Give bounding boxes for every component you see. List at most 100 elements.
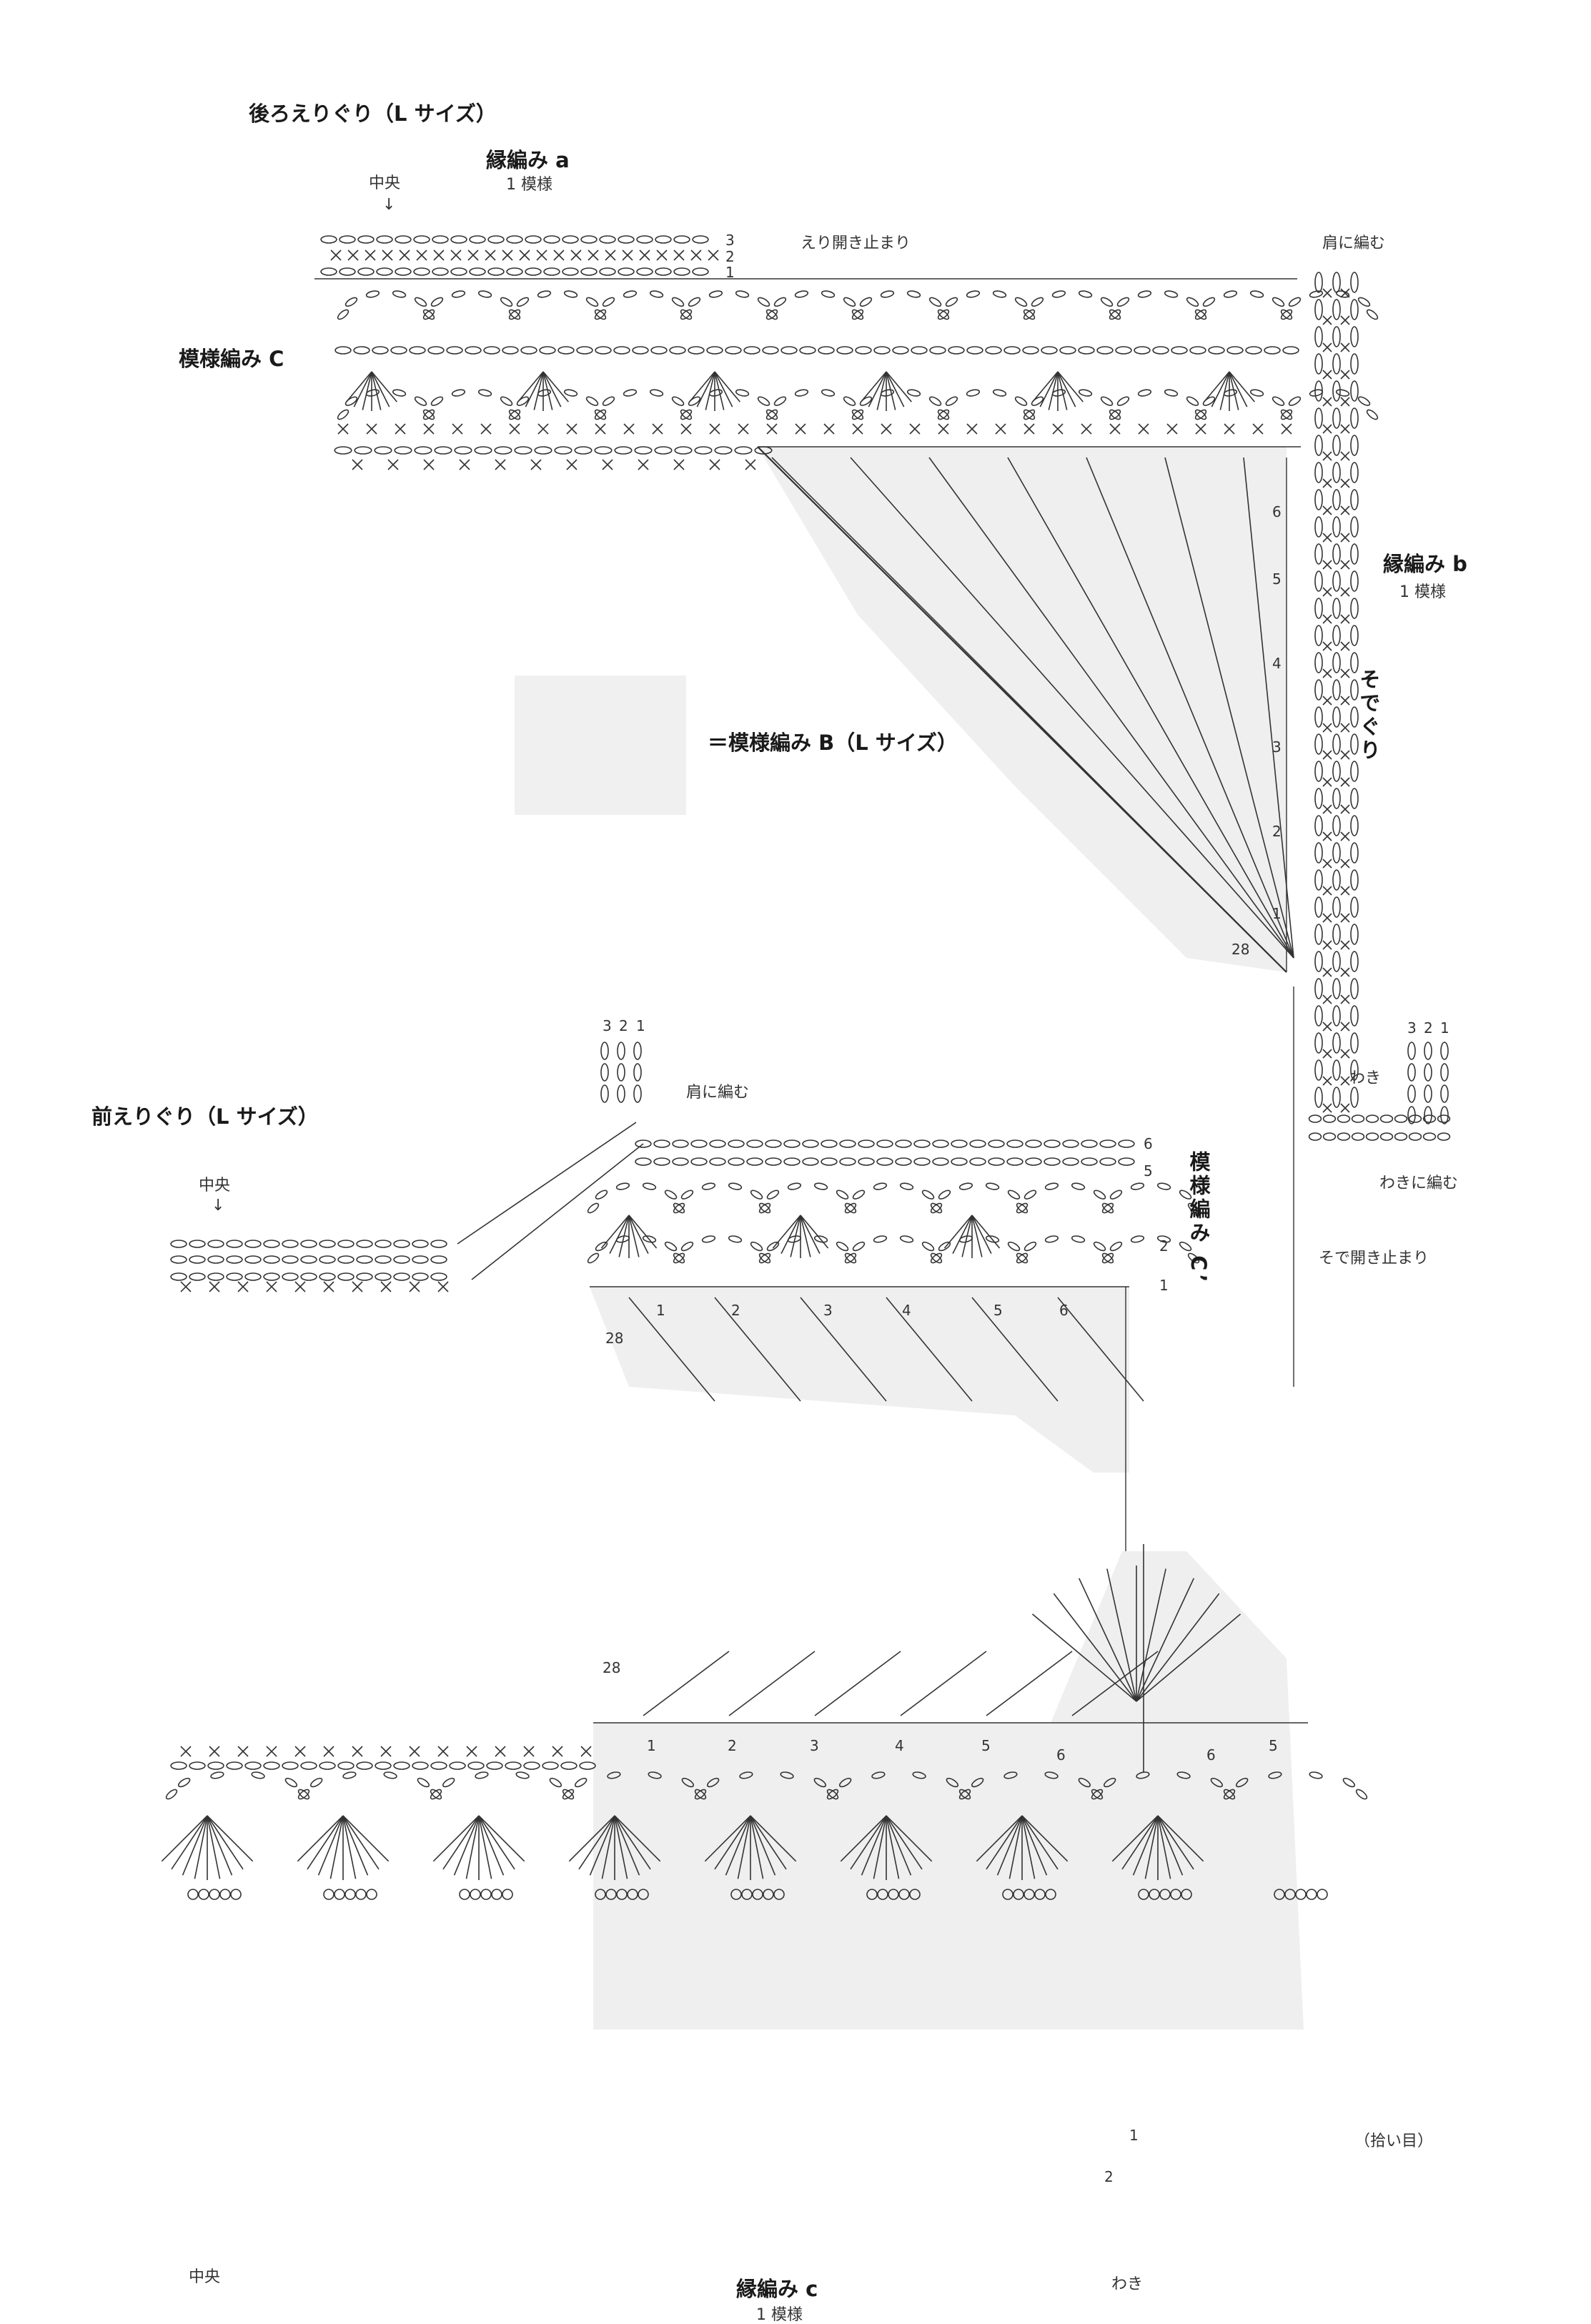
chain-stitch	[1407, 1084, 1416, 1103]
chain-stitch	[653, 1139, 670, 1148]
single-crochet	[1340, 315, 1350, 325]
chain-stitch	[1437, 1132, 1451, 1141]
chain-stitch	[500, 297, 513, 307]
front-neck-title: 前えりぐり（L サイズ）	[91, 1104, 319, 1129]
single-crochet	[366, 423, 377, 435]
front-col-1: 1	[636, 1017, 645, 1034]
chain-stitch	[1314, 1032, 1323, 1054]
neck-edge-line	[757, 446, 1287, 973]
chain-stitch	[392, 389, 407, 397]
picot-stitch	[1002, 1889, 1013, 1900]
chain-stitch	[300, 1761, 317, 1770]
chain-stitch	[607, 1771, 621, 1779]
chain-stitch	[613, 346, 630, 355]
double-crochet-stitch	[207, 1815, 254, 1862]
single-crochet	[1340, 804, 1350, 814]
chain-stitch	[1314, 652, 1323, 673]
single-crochet	[580, 1746, 592, 1757]
chain-stitch	[1136, 1771, 1150, 1779]
chain-stitch	[650, 346, 668, 355]
chain-stitch	[1314, 815, 1323, 836]
chain-stitch	[765, 309, 778, 320]
single-crochet	[347, 249, 359, 261]
chain-stitch	[642, 1235, 657, 1243]
chain-stitch	[1407, 1063, 1416, 1082]
single-crochet	[337, 423, 349, 435]
chain-stitch	[1044, 1139, 1061, 1148]
chain-stitch	[339, 235, 356, 244]
single-crochet	[180, 1281, 192, 1292]
chain-stitch	[969, 1139, 986, 1148]
chain-stitch	[1407, 1042, 1416, 1060]
double-crochet-stitch	[542, 371, 562, 407]
chain-stitch	[165, 1789, 178, 1800]
chain-stitch	[320, 235, 337, 244]
chain-stitch	[844, 1252, 857, 1264]
chain-stitch	[1314, 272, 1323, 293]
chain-stitch	[951, 1139, 968, 1148]
chain-stitch	[988, 1139, 1005, 1148]
double-crochet-stitch	[1078, 1578, 1137, 1702]
opening-stop-label: えり開き止まり	[801, 234, 911, 252]
chain-stitch	[1109, 309, 1121, 320]
chain-stitch	[758, 1202, 771, 1214]
chain-stitch	[844, 1202, 857, 1214]
picot-stitch	[1149, 1889, 1160, 1900]
single-crochet	[450, 249, 462, 261]
chain-stitch	[1350, 407, 1359, 429]
chain-stitch	[1093, 1190, 1106, 1200]
hem-num-3: 3	[810, 1737, 819, 1754]
single-crochet	[1322, 1103, 1332, 1113]
chain-stitch	[1350, 570, 1359, 592]
hem-row-2: 2	[1104, 2168, 1114, 2185]
single-crochet	[1322, 913, 1332, 923]
double-crochet-stitch	[329, 1815, 344, 1879]
chain-stitch	[735, 290, 750, 298]
single-crochet	[690, 249, 702, 261]
chain-stitch	[226, 1272, 243, 1281]
chain-stitch	[765, 409, 778, 420]
chain-stitch	[430, 1789, 442, 1800]
single-crochet	[1340, 886, 1350, 896]
single-crochet	[423, 423, 435, 435]
chain-stitch	[938, 1241, 951, 1252]
chain-stitch	[263, 1761, 280, 1770]
double-crochet-stitch	[1157, 1815, 1171, 1879]
chain-stitch	[690, 1139, 708, 1148]
chain-stitch	[1194, 409, 1207, 420]
double-crochet-stitch	[861, 1815, 887, 1876]
chain-stitch	[971, 1777, 984, 1788]
single-crochet	[382, 249, 393, 261]
single-crochet	[656, 249, 668, 261]
chain-stitch	[813, 1235, 828, 1243]
chain-stitch	[985, 1182, 1000, 1190]
diagonal-stitch-row	[814, 1651, 901, 1716]
chain-stitch	[1016, 1252, 1029, 1264]
chain-stitch	[618, 235, 635, 244]
double-crochet-stitch	[850, 1815, 887, 1870]
front-num-4: 4	[902, 1302, 911, 1319]
chain-stitch	[728, 1139, 745, 1148]
edging-b-name: 縁編み b	[1383, 552, 1467, 576]
chain-stitch	[1093, 1241, 1106, 1252]
chain-stitch	[1332, 570, 1341, 592]
chain-stitch	[342, 1771, 357, 1779]
chain-stitch	[1187, 1252, 1200, 1264]
chain-stitch	[1062, 1157, 1079, 1166]
chain-stitch	[1314, 435, 1323, 456]
chain-stitch	[1179, 1190, 1192, 1200]
chain-stitch	[780, 1771, 794, 1779]
chain-stitch	[899, 1182, 914, 1190]
picot-stitch	[627, 1889, 638, 1900]
chain-stitch	[1350, 706, 1359, 728]
chain-stitch	[1350, 869, 1359, 891]
legend-label: ＝模様編み B（L サイズ）	[708, 731, 958, 755]
chain-stitch	[1314, 788, 1323, 809]
chain-stitch	[430, 1761, 447, 1770]
chain-stitch	[516, 396, 530, 406]
chain-stitch	[1249, 290, 1264, 298]
front-row-5: 5	[1144, 1162, 1153, 1180]
chain-stitch	[365, 389, 380, 397]
single-crochet	[380, 1746, 392, 1757]
single-crochet	[452, 423, 463, 435]
